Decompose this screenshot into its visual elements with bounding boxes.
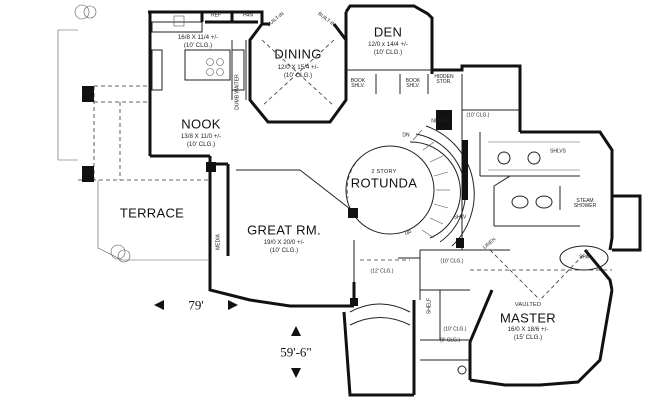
den-label: DEN	[373, 24, 403, 40]
den-ceiling: (10' CLG.)	[373, 48, 403, 56]
shelf-label: SHELF	[426, 297, 433, 315]
nook-size: 13/8 X 11/0 +/-	[180, 132, 222, 140]
shlv-label: SHLV	[453, 214, 467, 221]
den-size: 12/0 x 14/4 +/-	[368, 40, 408, 48]
hall-ceiling: (10' CLG.)	[466, 112, 490, 119]
book-shelf-label-2: BOOK SHLV.	[405, 78, 421, 89]
shelves-label: SHLVS	[549, 148, 567, 155]
great-room-size: 19/0 X 20/0 +/-	[263, 238, 305, 246]
bath-fixtures	[457, 141, 609, 375]
down-stair-label: DN	[402, 132, 410, 139]
landscape	[74, 4, 411, 326]
bath-entry-ceiling: (9' CLG.)	[439, 337, 461, 344]
dimension-arrows	[154, 300, 301, 378]
master-note: VAULTED	[514, 302, 542, 309]
closet-ceiling: (10' CLG.)	[443, 326, 467, 333]
width-dimension: 79'	[188, 297, 204, 313]
columns	[82, 86, 468, 306]
steam-shower-label: STEAM SHOWER	[573, 198, 597, 209]
nook-label: NOOK	[181, 116, 221, 132]
dashed-lines	[57, 29, 612, 301]
rotunda-label: ROTUNDA	[350, 175, 418, 191]
hidden-storage-label: HIDDEN STOR.	[434, 74, 454, 85]
pan-label: PAN	[243, 12, 253, 19]
rotunda-note: 2 STORY	[371, 169, 397, 176]
nook-ceiling: (10' CLG.)	[186, 140, 216, 148]
kitchen-size: 16/8 X 11/4 +/-	[177, 33, 219, 41]
dining-ceiling: (10' CLG.)	[283, 71, 313, 79]
depth-dimension: 59'-6"	[280, 344, 312, 360]
master-size: 16/0 X 18/6 +/-	[507, 325, 549, 333]
book-shelf-label-1: BOOK SHLV.	[350, 78, 366, 89]
exterior-walls	[148, 4, 642, 397]
master-label: MASTER	[500, 310, 556, 326]
master-ceiling: (15' CLG.)	[513, 333, 543, 341]
rotunda-stair	[345, 125, 475, 259]
up-stair-label: UP	[404, 230, 412, 237]
great-room-ceiling: (10' CLG.)	[269, 246, 299, 254]
kitchen-fixtures	[151, 15, 245, 91]
center-ceiling: (10' CLG.)	[440, 258, 464, 265]
dining-label: DINING	[274, 46, 322, 62]
terrace-label: TERRACE	[119, 205, 185, 221]
niche-label: NICHE	[431, 118, 447, 125]
media-label: MEDIA	[215, 234, 222, 250]
ref-label: REF	[211, 12, 221, 19]
dining-size: 12/0 X 15/4 +/-	[277, 63, 319, 71]
spa-label: SPA	[579, 254, 589, 261]
rotunda-side-ceiling: (12' CLG.)	[370, 268, 394, 275]
dumb-waiter-label: DUMB WAITER	[234, 74, 241, 110]
kitchen-ceiling: (10' CLG.)	[183, 41, 213, 49]
great-room-label: GREAT RM.	[247, 222, 321, 238]
